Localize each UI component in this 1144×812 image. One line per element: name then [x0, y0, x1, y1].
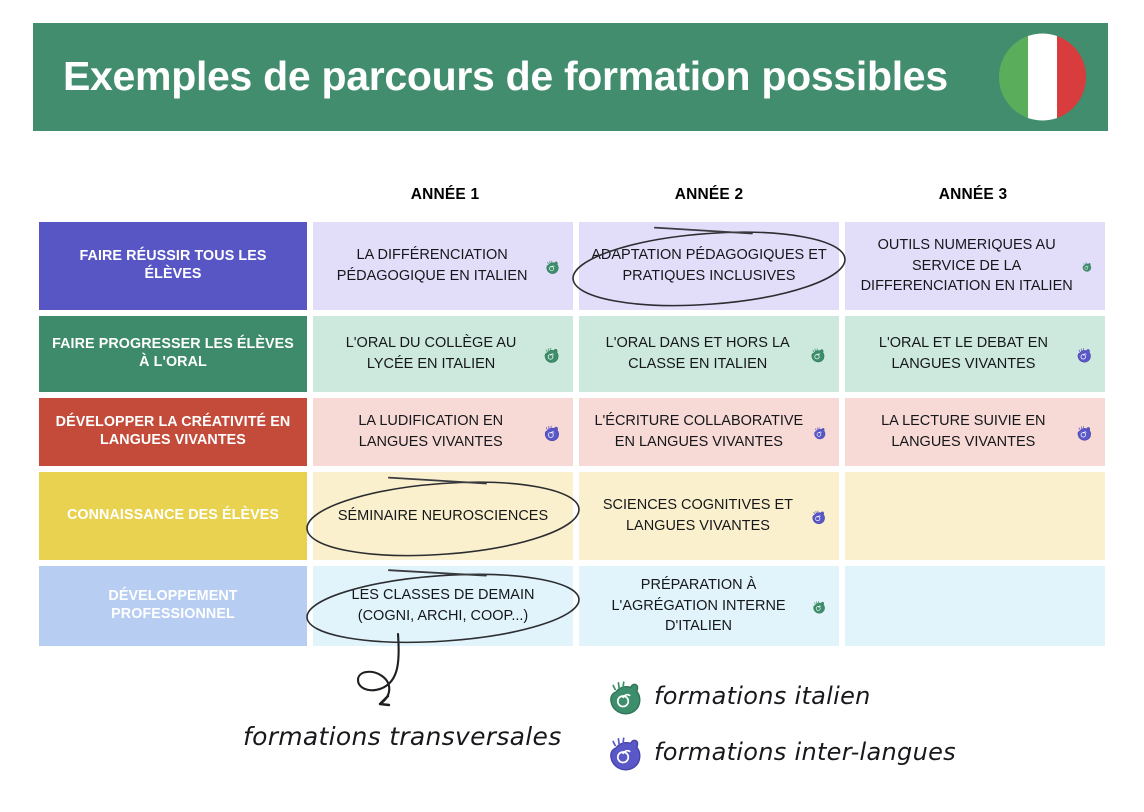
formation-cell-r1-c1[interactable]: LA DIFFÉRENCIATION PÉDAGOGIQUE EN ITALIE…: [313, 222, 573, 310]
column-header-year-1: ANNÉE 1: [410, 186, 480, 203]
formation-cell-label: L'ÉCRITURE COLLABORATIVE EN LANGUES VIVA…: [594, 413, 804, 450]
column-header-year-2: ANNÉE 2: [674, 186, 744, 203]
formation-cell-label: L'ORAL DANS ET HORS LA CLASSE EN ITALIEN: [605, 335, 790, 372]
grid-row: DÉVELOPPEMENT PROFESSIONNEL LES CLASSES D…: [39, 566, 1105, 646]
row-cells: LES CLASSES DE DEMAIN (COGNI, ARCHI, COO…: [313, 566, 1105, 646]
formation-cell-label: SCIENCES COGNITIVES ET LANGUES VIVANTES: [602, 497, 794, 534]
formation-cell-r4-c2[interactable]: SCIENCES COGNITIVES ET LANGUES VIVANTES: [579, 472, 839, 560]
page-banner: Exemples de parcours de formation possib…: [33, 23, 1108, 131]
formation-cell-r1-c3[interactable]: OUTILS NUMERIQUES AU SERVICE DE LA DIFFE…: [845, 222, 1105, 310]
formation-cell-label: SÉMINAIRE NEUROSCIENCES: [337, 507, 549, 524]
page-title: Exemples de parcours de formation possib…: [63, 53, 948, 100]
row-label-3[interactable]: DÉVELOPPER LA CRÉATIVITÉ EN LANGUES VIVA…: [39, 398, 307, 466]
formation-cell-label: LES CLASSES DE DEMAIN (COGNI, ARCHI, COO…: [351, 587, 535, 624]
purple-hand-icon: [1075, 419, 1093, 446]
formation-cell-r1-c2[interactable]: ADAPTATION PÉDAGOGIQUES ET PRATIQUES INC…: [579, 222, 839, 310]
italian-flag-icon: [999, 33, 1086, 121]
row-label-5[interactable]: DÉVELOPPEMENT PROFESSIONNEL: [39, 566, 307, 646]
row-label-4[interactable]: CONNAISSANCE DES ÉLÈVES: [39, 472, 307, 560]
legend-label-italien: formations italien: [654, 682, 871, 710]
year-header-row: ANNÉE 1 ANNÉE 2 ANNÉE 3: [313, 186, 1105, 204]
row-cells: SÉMINAIRE NEUROSCIENCES SCIENCES COGNITIV…: [313, 472, 1105, 560]
formation-cell-r5-c2[interactable]: PRÉPARATION À L'AGRÉGATION INTERNE D'ITA…: [579, 566, 839, 646]
flag-stripe-green: [999, 33, 1028, 121]
formation-cell-r3-c3[interactable]: LA LECTURE SUIVIE EN LANGUES VIVANTES: [845, 398, 1105, 466]
formation-cell-r5-c1[interactable]: LES CLASSES DE DEMAIN (COGNI, ARCHI, COO…: [313, 566, 573, 646]
row-label-1[interactable]: FAIRE RÉUSSIR TOUS LES ÉLÈVES: [39, 222, 307, 310]
formation-cell-r2-c1[interactable]: L'ORAL DU COLLÈGE AU LYCÉE EN ITALIEN: [313, 316, 573, 392]
row-cells: LA DIFFÉRENCIATION PÉDAGOGIQUE EN ITALIE…: [313, 222, 1105, 310]
row-cells: L'ORAL DU COLLÈGE AU LYCÉE EN ITALIEN L'O…: [313, 316, 1105, 392]
formation-cell-label: L'ORAL DU COLLÈGE AU LYCÉE EN ITALIEN: [345, 335, 517, 372]
legend-item-italien: formations italien: [604, 675, 956, 717]
formation-grid: FAIRE RÉUSSIR TOUS LES ÉLÈVES LA DIFFÉREN…: [39, 222, 1105, 652]
row-label-2[interactable]: FAIRE PROGRESSER LES ÉLÈVES À L'ORAL: [39, 316, 307, 392]
formation-cell-label: L'ORAL ET LE DEBAT EN LANGUES VIVANTES: [878, 335, 1048, 372]
purple-hand-icon: [604, 731, 646, 773]
curved-arrow-icon: [336, 632, 446, 732]
formation-cell-r2-c3[interactable]: L'ORAL ET LE DEBAT EN LANGUES VIVANTES: [845, 316, 1105, 392]
green-hand-icon: [544, 253, 561, 280]
formation-cell-r4-c3: [845, 472, 1105, 560]
purple-hand-icon: [1075, 341, 1093, 368]
formation-cell-label: PRÉPARATION À L'AGRÉGATION INTERNE D'ITA…: [611, 577, 786, 635]
flag-stripe-white: [1028, 33, 1057, 121]
annotation-transversales: formations transversales: [243, 722, 562, 751]
formation-cell-label: OUTILS NUMERIQUES AU SERVICE DE LA DIFFE…: [860, 237, 1073, 295]
formation-cell-label: LA DIFFÉRENCIATION PÉDAGOGIQUE EN ITALIE…: [336, 247, 528, 284]
purple-hand-icon: [812, 419, 827, 446]
formation-cell-label: LA LECTURE SUIVIE EN LANGUES VIVANTES: [881, 413, 1046, 450]
formation-cell-r3-c1[interactable]: LA LUDIFICATION EN LANGUES VIVANTES: [313, 398, 573, 466]
green-hand-icon: [811, 593, 827, 620]
flag-stripe-red: [1057, 33, 1086, 121]
legend: formations italien formations inter-lang…: [604, 675, 956, 787]
green-hand-icon: [604, 675, 646, 717]
formation-cell-label: ADAPTATION PÉDAGOGIQUES ET PRATIQUES INC…: [591, 247, 827, 284]
formation-cell-r2-c2[interactable]: L'ORAL DANS ET HORS LA CLASSE EN ITALIEN: [579, 316, 839, 392]
green-hand-icon: [809, 341, 827, 368]
formation-cell-r5-c3: [845, 566, 1105, 646]
purple-hand-icon: [542, 419, 562, 446]
green-hand-icon: [542, 341, 561, 368]
formation-cell-label: LA LUDIFICATION EN LANGUES VIVANTES: [358, 413, 504, 450]
legend-item-inter-langues: formations inter-langues: [604, 731, 956, 773]
green-hand-icon: [1081, 253, 1093, 280]
formation-cell-r3-c2[interactable]: L'ÉCRITURE COLLABORATIVE EN LANGUES VIVA…: [579, 398, 839, 466]
formation-cell-r4-c1[interactable]: SÉMINAIRE NEUROSCIENCES: [313, 472, 573, 560]
grid-row: FAIRE RÉUSSIR TOUS LES ÉLÈVES LA DIFFÉREN…: [39, 222, 1105, 310]
purple-hand-icon: [810, 503, 827, 530]
row-cells: LA LUDIFICATION EN LANGUES VIVANTES L'ÉCR…: [313, 398, 1105, 466]
grid-row: DÉVELOPPER LA CRÉATIVITÉ EN LANGUES VIVA…: [39, 398, 1105, 466]
legend-label-inter-langues: formations inter-langues: [654, 738, 956, 766]
column-header-year-3: ANNÉE 3: [938, 186, 1008, 203]
